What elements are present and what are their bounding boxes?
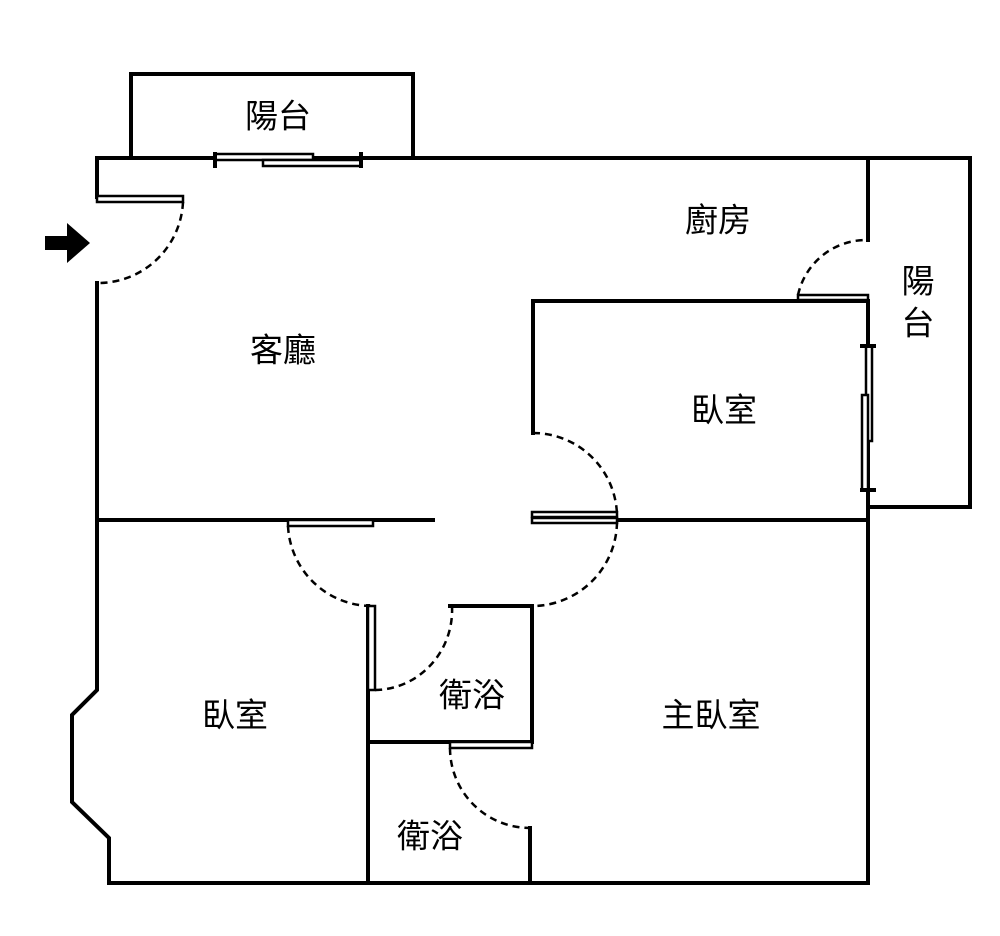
entrance-door-swing — [98, 201, 185, 285]
label-bathroom-2: 衛浴 — [397, 817, 463, 856]
master-door-leaf — [530, 516, 619, 525]
walls — [70, 72, 972, 885]
label-bedroom-left: 臥室 — [202, 696, 268, 735]
label-balcony-right-1: 陽 — [902, 262, 935, 301]
label-bedroom-upper: 臥室 — [691, 391, 757, 430]
label-balcony-top: 陽台 — [245, 97, 311, 136]
top-wall — [95, 156, 972, 509]
bathroom-1-wall — [366, 604, 534, 744]
label-balcony-right-2: 台 — [902, 304, 935, 343]
master-door-swing — [531, 521, 619, 608]
label-master-bedroom: 主臥室 — [662, 696, 761, 735]
bedroom-window-2 — [860, 393, 870, 492]
bathroom-1-door-leaf — [366, 604, 377, 692]
left-bedroom-door-leaf — [286, 518, 375, 528]
top-balcony-wall — [129, 72, 415, 160]
left-bedroom-door-swing — [286, 525, 373, 608]
bedroom-door-leaf — [530, 510, 619, 519]
bathroom-2-door-swing — [448, 747, 531, 830]
openings — [95, 152, 876, 830]
label-kitchen: 廚房 — [685, 201, 751, 240]
label-living-room: 客廳 — [250, 331, 316, 370]
balcony-sliding-door-2 — [261, 158, 363, 168]
kitchen-balcony-door-leaf — [796, 293, 870, 302]
entrance-arrow-icon — [45, 223, 90, 263]
bedroom-door-swing — [532, 431, 619, 518]
kitchen-balcony-door-swing — [796, 238, 869, 296]
bathroom-1-door-swing — [374, 605, 454, 692]
bathroom-2-door-leaf — [448, 740, 534, 750]
left-outer-wall — [70, 281, 870, 885]
label-bathroom-1: 衛浴 — [439, 676, 505, 715]
entrance-door-leaf — [95, 194, 185, 204]
